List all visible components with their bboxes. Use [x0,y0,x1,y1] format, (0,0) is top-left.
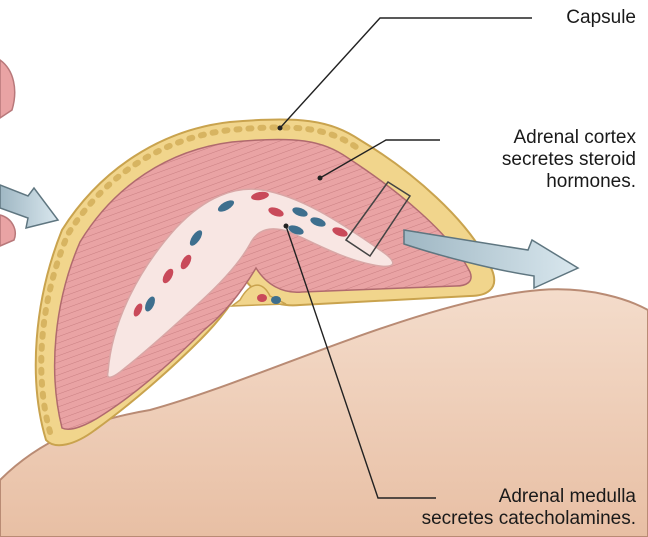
cortex-label-line-2: secretes steroid [502,149,636,171]
cortex-label-line-3: hormones. [502,171,636,193]
medulla-leader-dot [284,224,289,229]
left-organ-edge [0,60,15,118]
capsule-label-text: Capsule [566,7,636,29]
cortex-label-line-1: Adrenal cortex [502,127,636,149]
cortex-leader-dot [318,176,323,181]
capsule-leader-dot [278,126,283,131]
medulla-label-line-1: Adrenal medulla [422,486,636,508]
capsule-label: Capsule [566,7,636,29]
capsule-leader [280,18,532,128]
adrenal-cortex-label: Adrenal cortex secretes steroid hormones… [502,127,636,193]
left-organ-edge-2 [0,215,15,246]
adrenal-medulla-label: Adrenal medulla secretes catecholamines. [422,486,636,530]
medulla-label-line-2: secretes catecholamines. [422,508,636,530]
